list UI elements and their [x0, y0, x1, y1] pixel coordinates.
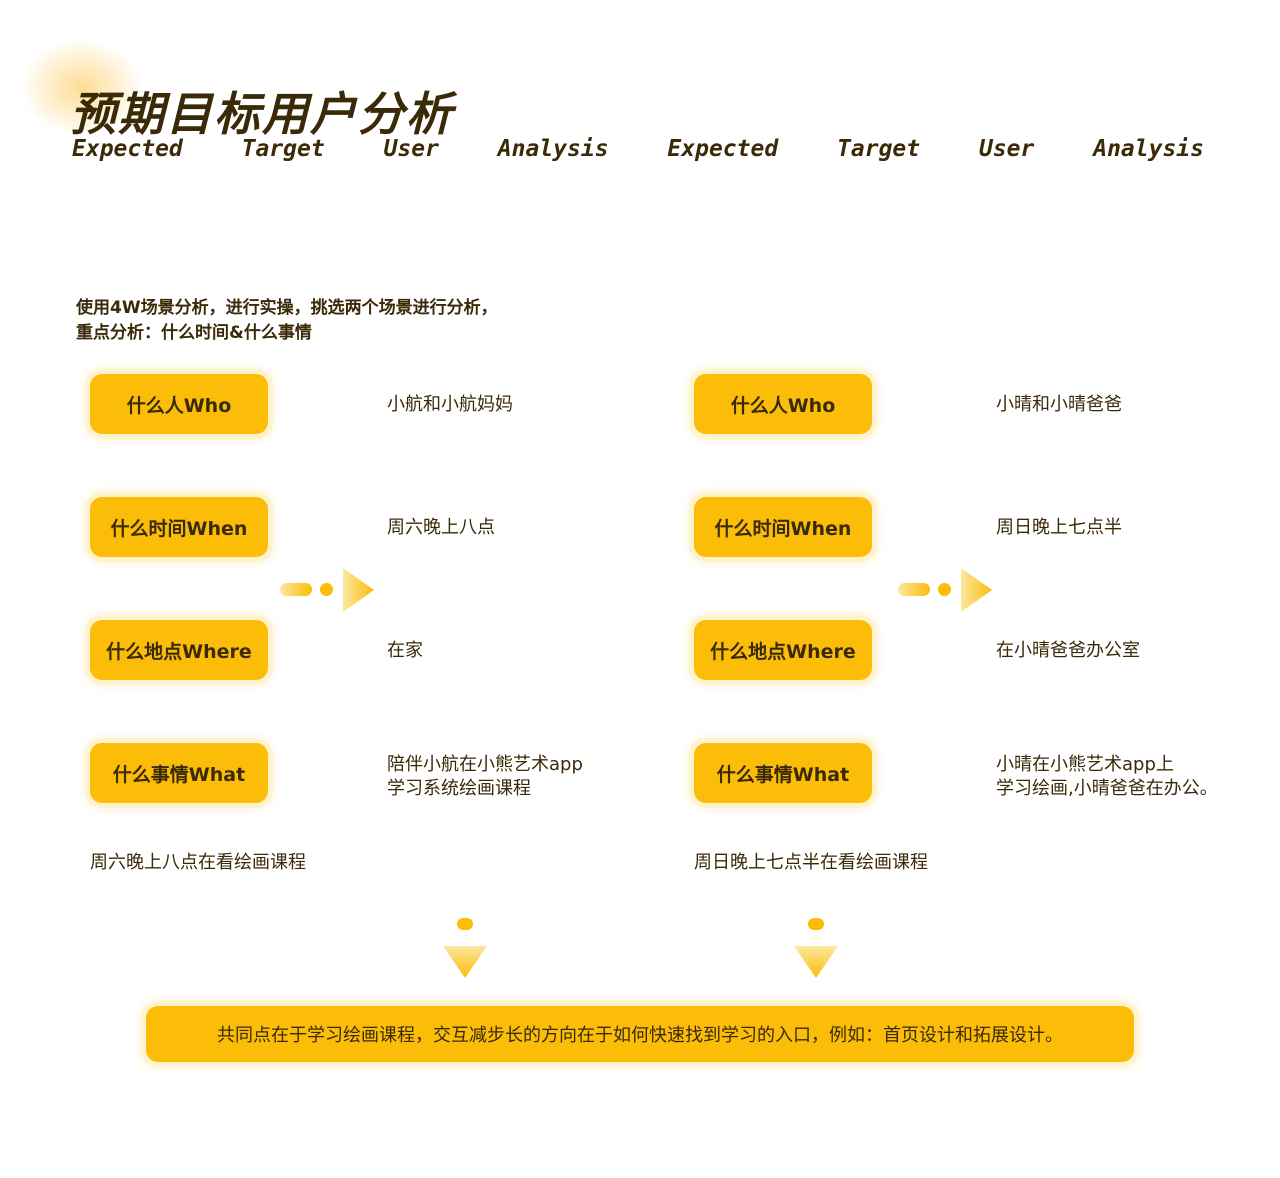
what-value-line: 陪伴小航在小熊艺术app	[387, 754, 583, 775]
what-value-line: 学习绘画,小晴爸爸在办公。	[996, 778, 1218, 799]
subtitle-word: User	[383, 136, 439, 162]
conclusion-banner: 共同点在于学习绘画课程，交互减步长的方向在于如何快速找到学习的入口，例如：首页设…	[146, 1006, 1134, 1062]
what-label-box: 什么事情What	[90, 743, 268, 803]
what-value-line: 小晴在小熊艺术app上	[996, 754, 1174, 775]
subtitle-word: User	[978, 136, 1035, 162]
who-value: 小航和小航妈妈	[387, 394, 513, 415]
subtitle-word: Expected	[667, 136, 779, 162]
page-title: 预期目标用户分析	[70, 87, 454, 141]
what-value: 陪伴小航在小熊艺术app 学习系统绘画课程	[387, 753, 583, 801]
who-label-box: 什么人Who	[694, 374, 872, 434]
page-subtitle: Expected Target User Analysis Expected T…	[72, 136, 1204, 162]
who-value: 小晴和小晴爸爸	[996, 394, 1122, 415]
when-value: 周日晚上七点半	[996, 517, 1122, 538]
intro-line: 重点分析：什么时间&什么事情	[76, 323, 312, 343]
subtitle-word: Analysis	[497, 136, 609, 162]
who-label-box: 什么人Who	[90, 374, 268, 434]
subtitle-word: Expected	[72, 136, 183, 162]
arrow-right-icon	[280, 568, 374, 612]
scenario-summary: 周日晚上七点半在看绘画课程	[694, 852, 928, 873]
where-value: 在小晴爸爸办公室	[996, 640, 1140, 661]
intro-text: 使用4W场景分析，进行实操，挑选两个场景进行分析， 重点分析：什么时间&什么事情	[76, 296, 498, 346]
where-value: 在家	[387, 640, 423, 661]
intro-line: 使用4W场景分析，进行实操，挑选两个场景进行分析，	[76, 298, 498, 318]
what-value-line: 学习系统绘画课程	[387, 778, 531, 799]
decorative-glow	[22, 40, 142, 135]
arrow-down-icon	[443, 918, 487, 978]
when-label-box: 什么时间When	[694, 497, 872, 557]
when-value: 周六晚上八点	[387, 517, 495, 538]
when-label-box: 什么时间When	[90, 497, 268, 557]
subtitle-word: Target	[837, 136, 921, 162]
arrow-down-icon	[794, 918, 838, 978]
what-label-box: 什么事情What	[694, 743, 872, 803]
scenario-summary: 周六晚上八点在看绘画课程	[90, 852, 306, 873]
where-label-box: 什么地点Where	[90, 620, 268, 680]
what-value: 小晴在小熊艺术app上 学习绘画,小晴爸爸在办公。	[996, 753, 1218, 801]
arrow-right-icon	[898, 568, 992, 612]
where-label-box: 什么地点Where	[694, 620, 872, 680]
subtitle-word: Analysis	[1093, 136, 1204, 162]
subtitle-word: Target	[241, 136, 325, 162]
